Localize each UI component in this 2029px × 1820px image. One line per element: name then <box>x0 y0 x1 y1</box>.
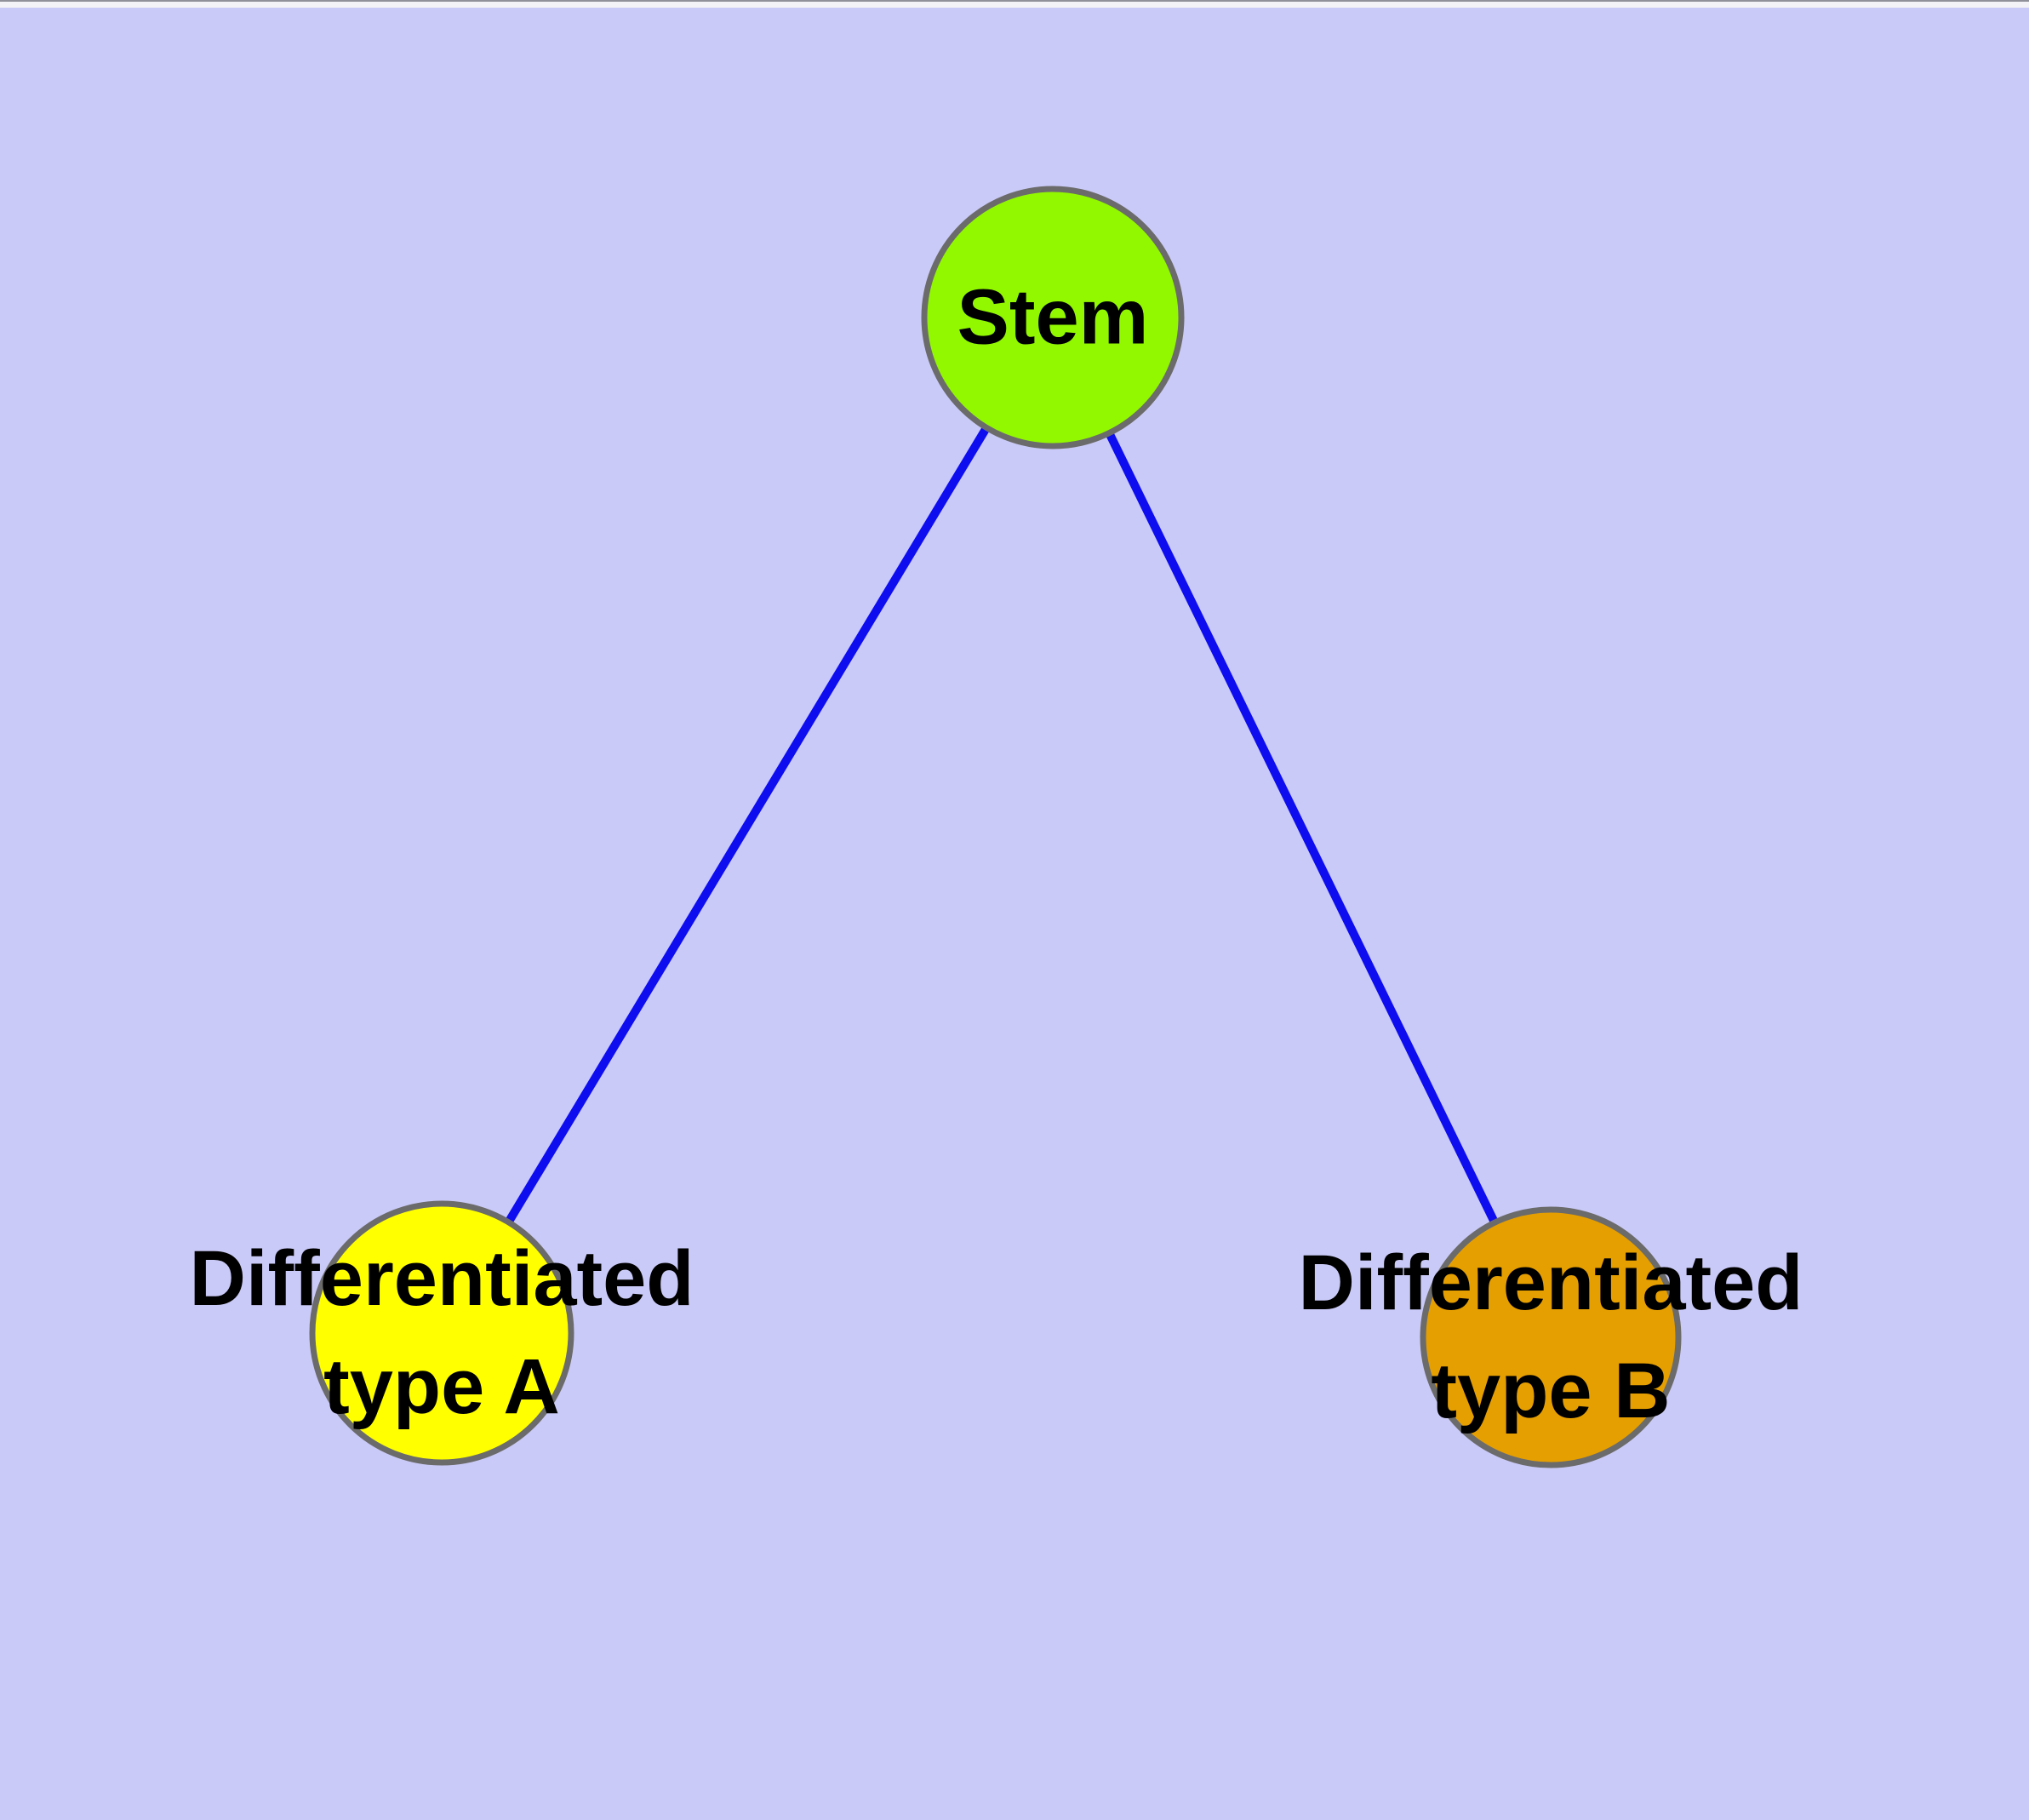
node-type-b <box>1420 1206 1682 1468</box>
edge-stem-type-b <box>1049 315 1555 1340</box>
node-stem <box>921 186 1185 449</box>
node-type-a <box>309 1200 574 1466</box>
window-top-edge <box>0 0 2029 8</box>
edge-stem-type-a <box>437 315 1057 1336</box>
